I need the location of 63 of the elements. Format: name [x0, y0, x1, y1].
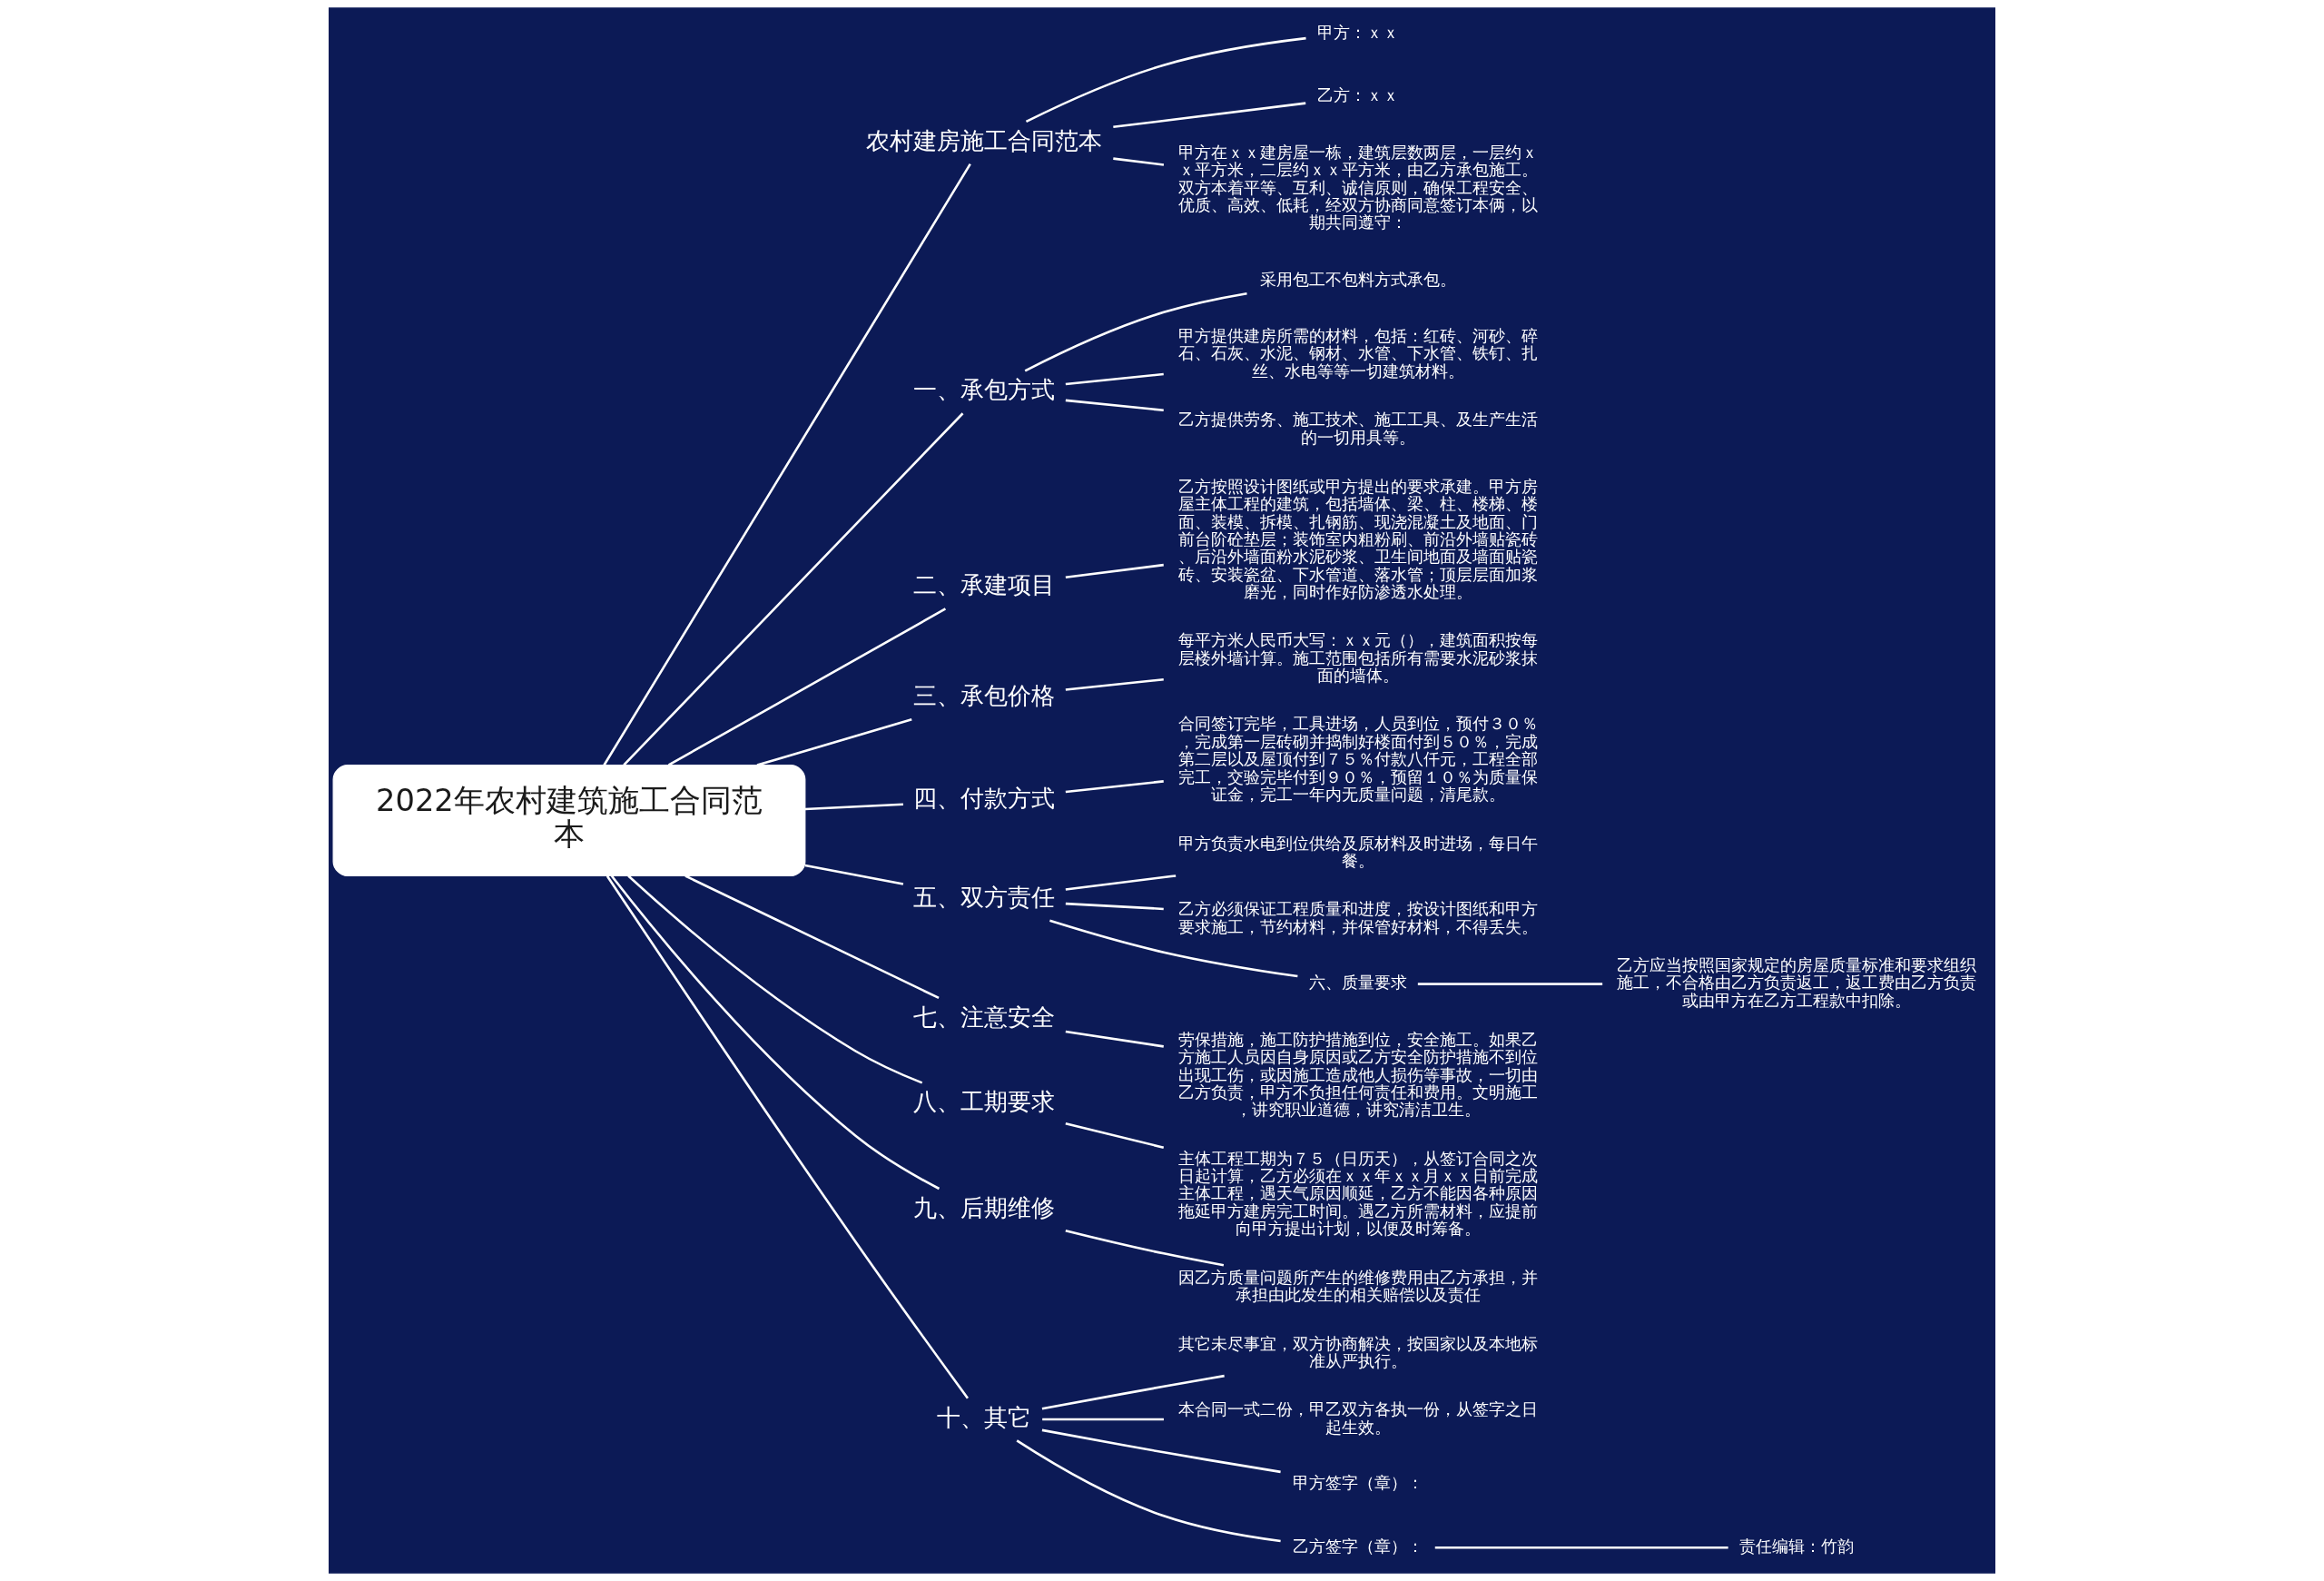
node-text: 六、质量要求	[1308, 973, 1407, 993]
node-text: 三、承包价格	[913, 682, 1056, 710]
node-text: 因乙方质量问题所产生的维修费用由乙方承担，并承担由此发生的相关赔偿以及责任	[1177, 1268, 1538, 1305]
node-text: 主体工程工期为７５（日历天），从签订合同之次日起计算，乙方必须在ｘｘ年ｘｘ月ｘｘ日前完成主体工程，遇天气原因顺延，乙方不能因各种原因拖延甲方建房完工时间。遇乙方所需材料，应提前向甲方提出计划，以便及时筹备。	[1177, 1148, 1538, 1239]
connector	[1417, 983, 1603, 985]
connector	[1049, 919, 1298, 978]
node-text: 乙方提供劳务、施工技术、施工工具、及生产生活的一切用具等。	[1177, 410, 1538, 447]
node-text: 采用包工不包料方式承包。	[1259, 269, 1456, 289]
node-text: 其它未尽事宜，双方协商解决，按国家以及本地标准从严执行。	[1177, 1333, 1538, 1370]
node-text: 合同签订完毕，工具进场，人员到位，预付３０％，完成第一层砖砌并捣制好楼面付到５０％，完成第二层以及屋顶付到７５％付款八仟元，工程全部完工，交验完毕付到９０％，预留１０％为质量保证金，完工一年内无质量问题，清尾款。	[1177, 714, 1538, 805]
connector	[1025, 36, 1306, 124]
node-text: 责任编辑：竹韵	[1739, 1537, 1855, 1556]
connector	[1113, 157, 1165, 166]
node-box: 2022年农村建筑施工合同范本	[332, 765, 806, 877]
node-text: 乙方签字（章）：	[1292, 1537, 1423, 1556]
node-text: 甲方：ｘｘ	[1316, 22, 1399, 42]
node-text: 一、承包方式	[913, 376, 1056, 404]
connector	[1065, 902, 1164, 911]
connector	[1042, 1418, 1164, 1421]
node-text: 十、其它	[937, 1403, 1032, 1431]
connector	[1065, 1030, 1164, 1048]
node-text: 劳保措施，施工防护措施到位，安全施工。如果乙方施工人员因自身原因或乙方安全防护措施不到位出现工伤，或因施工造成他人损伤等事故，一切由乙方负责，甲方不负担任何责任和费用。文明施工，讲究职业道德，讲究清洁卫生。	[1177, 1029, 1538, 1120]
connector	[1041, 1374, 1225, 1410]
node-text: 乙方：ｘｘ	[1316, 85, 1399, 105]
node-text: 农村建房施工合同范本	[866, 126, 1103, 154]
node-text: 五、双方责任	[913, 883, 1056, 911]
node-text: 乙方应当按照国家规定的房屋质量标准和要求组织施工，不合格由乙方负责返工，返工费由乙方负责或由甲方在乙方工程款中扣除。	[1617, 955, 1977, 1010]
connector	[603, 163, 971, 766]
connector	[610, 874, 940, 1191]
connector	[1065, 1229, 1225, 1267]
connector	[1065, 678, 1164, 691]
node-text: 甲方签字（章）：	[1292, 1473, 1423, 1493]
connector	[1065, 372, 1164, 386]
connector	[1065, 563, 1164, 579]
node-text: 八、工期要求	[913, 1088, 1056, 1116]
connector	[1434, 1546, 1728, 1549]
connector	[1041, 1428, 1281, 1474]
node-text: 乙方必须保证工程质量和进度，按设计图纸和甲方要求施工，节约材料，并保管好材料，不得丢失。	[1177, 899, 1538, 936]
connector	[804, 864, 904, 885]
node-text: 七、注意安全	[913, 1003, 1056, 1031]
connector	[684, 874, 940, 1000]
connector	[1065, 874, 1177, 891]
connector	[623, 412, 964, 766]
node-text: 甲方在ｘｘ建房屋一栋，建筑层数两层，一层约ｘｘ平方米，二层约ｘｘ平方米，由乙方承包施工。双方本着平等、互利、诚信原则，确保工程安全、优质、高效、低耗，经双方协商同意签订本俩，以期共同遵守：	[1177, 142, 1538, 232]
node-text: 每平方米人民币大写：ｘｘ元（），建筑面积按每层楼外墙计算。施工范围包括所有需要水泥砂浆抹面的墙体。	[1177, 630, 1538, 686]
node-text: 甲方负责水电到位供给及原材料及时进场，每日午餐。	[1177, 833, 1538, 871]
connector	[1113, 102, 1306, 129]
connector	[1065, 780, 1164, 794]
node-text: 二、承建项目	[913, 571, 1056, 599]
connector	[1065, 1122, 1165, 1149]
connector	[668, 608, 947, 766]
connector	[756, 717, 912, 766]
connector	[1016, 1439, 1281, 1543]
node-text: 九、后期维修	[913, 1193, 1056, 1221]
connector	[804, 803, 903, 811]
node-text: 本合同一式二份，甲乙双方各执一份，从签字之日起生效。	[1177, 1399, 1538, 1437]
connector	[606, 875, 969, 1399]
connector	[1065, 399, 1164, 412]
node-text: 乙方按照设计图纸或甲方提出的要求承建。甲方房屋主体工程的建筑，包括墙体、梁、柱、楼梯、楼面、装模、拆模、扎钢筋、现浇混凝土及地面、门前台阶砼垫层；装饰室内粗粉刷、前沿外墙贴瓷砖、后沿外墙面粉水泥砂浆、卫生间地面及墙面贴瓷砖、安装瓷盆、下水管道、落水管；顶层层面加浆磨光，同时作好防渗透水处理。	[1177, 476, 1538, 602]
node-text: 甲方提供建房所需的材料，包括：红砖、河砂、碎石、石灰、水泥、钢材、水管、下水管、铁钉、扎丝、水电等等一切建筑材料。	[1177, 325, 1538, 380]
connector	[627, 874, 923, 1084]
node-text: 四、付款方式	[913, 784, 1056, 812]
connector	[1024, 291, 1247, 372]
